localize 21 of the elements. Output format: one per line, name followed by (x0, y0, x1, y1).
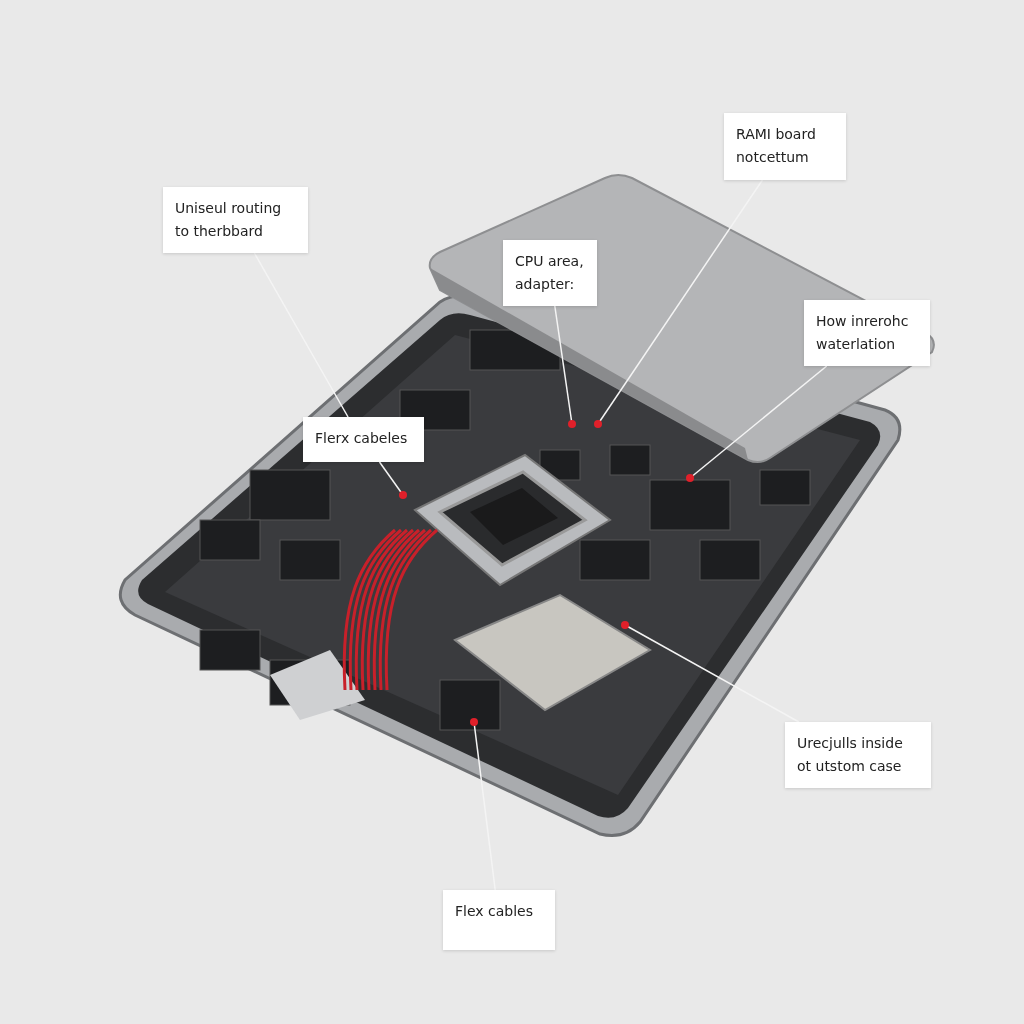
callout-box (443, 890, 555, 950)
callout-text: Urecjulls inside ot utstom case (797, 734, 904, 776)
leader-line (686, 365, 828, 482)
callout-text: RAMI board notcettum (736, 125, 817, 167)
callout-text: Uniseul routing to therbbard (175, 199, 283, 241)
leader-line (470, 718, 496, 891)
callout-box (503, 240, 597, 306)
leader-line (554, 305, 576, 428)
leader-line (594, 179, 764, 428)
callout-text: Flex cables (455, 902, 534, 921)
leader-line (253, 252, 349, 418)
leader-line (621, 621, 800, 723)
leader-line (378, 461, 407, 499)
callout-text: How inrerohc waterlation (816, 312, 910, 354)
callout-box (303, 417, 424, 462)
callout-box (804, 300, 930, 366)
callout-box (785, 722, 931, 788)
callout-text: Flerx cabeles (315, 429, 409, 448)
callout-box (724, 113, 846, 180)
callout-box (163, 187, 308, 253)
callout-text: CPU area, adapter: (515, 252, 585, 294)
